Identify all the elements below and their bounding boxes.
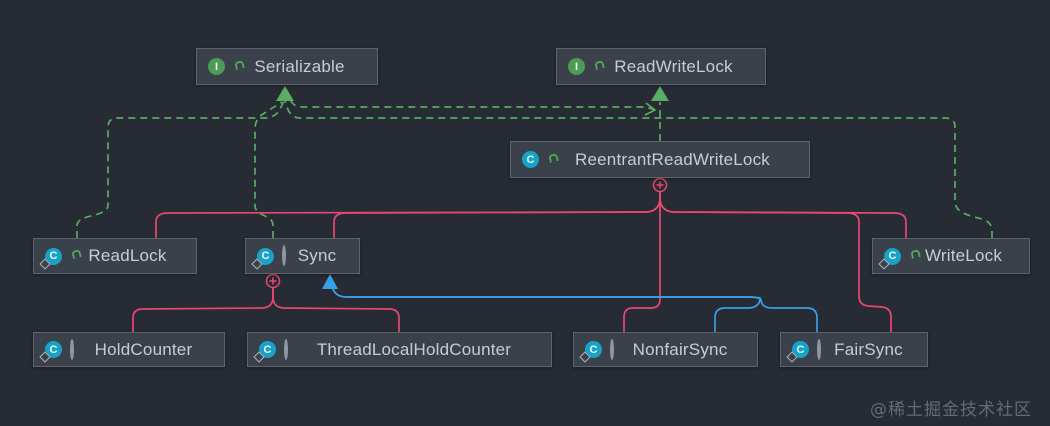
edge-inner-class-sync-to-threadlocalholdcounter[interactable] [272,288,400,332]
edge-implements-reentrantreadwritelock-to-serializable[interactable] [286,96,656,111]
class-node-readlock[interactable]: C ReadLock [33,238,197,274]
class-node-threadlocalholdcounter[interactable]: C ThreadLocalHoldCounter [247,332,552,367]
edge-inner-class-reentrantreadwritelock-to-writelock[interactable] [659,191,907,238]
class-node-holdcounter[interactable]: C HoldCounter [33,332,225,367]
class-name-label: Serializable [254,56,345,76]
class-name-label: Sync [297,246,337,265]
edge-implements-readlock-to-serializable[interactable] [76,100,285,238]
watermark: @稀土掘金技术社区 [870,400,1032,420]
class-icon: C [786,341,809,363]
implements-arrowhead-merge-icon [644,102,657,116]
edge-inner-class-reentrantreadwritelock-to-nonfairsync[interactable] [623,191,661,332]
class-name-label: WriteLock [924,246,1003,265]
class-icon: C [39,341,62,363]
class-icon: C [251,247,274,270]
class-name-label: ThreadLocalHoldCounter [316,339,512,359]
edge-inner-class-sync-to-holdcounter[interactable] [132,288,274,332]
class-name-label: FairSync [834,339,903,359]
package-private-icon [70,338,74,360]
package-private-icon [610,338,614,360]
package-private-icon [284,338,288,360]
class-icon: C [253,341,276,363]
package-private-icon [817,338,821,360]
edge-implements-writelock-to-serializable[interactable] [284,100,993,238]
class-node-sync[interactable]: C Sync [245,238,360,274]
class-icon: C [522,151,539,168]
class-name-label: ReadLock [88,246,167,265]
expand-inner-classes-reentrantreadwritelock-button[interactable] [652,177,668,193]
edge-implements-sync-to-serializable[interactable] [254,101,283,238]
extends-arrowhead-sync-icon [322,274,338,289]
class-name-label: NonfairSync [632,339,728,359]
class-node-reentrantreadwritelock[interactable]: C ReentrantReadWriteLock [510,141,810,178]
class-icon: C [39,247,62,270]
class-node-serializable[interactable]: I Serializable [196,48,378,85]
implements-arrowhead-serializable-icon [276,86,294,101]
edge-inner-class-reentrantreadwritelock-to-readlock[interactable] [155,191,661,238]
package-private-icon [282,245,286,266]
expand-inner-classes-sync-button[interactable] [265,273,281,289]
class-node-nonfairsync[interactable]: C NonfairSync [573,332,758,367]
class-icon: C [878,247,901,270]
class-icon: C [579,341,602,363]
interface-icon: I [208,58,225,75]
interface-icon: I [568,58,585,75]
edge-inner-class-reentrantreadwritelock-to-sync[interactable] [333,191,661,238]
class-node-fairsync[interactable]: C FairSync [780,332,928,367]
class-node-readwritelock[interactable]: I ReadWriteLock [556,48,766,85]
class-name-label: HoldCounter [94,339,193,359]
edge-extends-fairsync-to-sync[interactable] [331,287,818,332]
class-name-label: ReadWriteLock [614,56,733,76]
class-node-writelock[interactable]: C WriteLock [872,238,1030,274]
class-name-label: ReentrantReadWriteLock [575,149,770,169]
implements-arrowhead-readwritelock-icon [651,86,669,101]
